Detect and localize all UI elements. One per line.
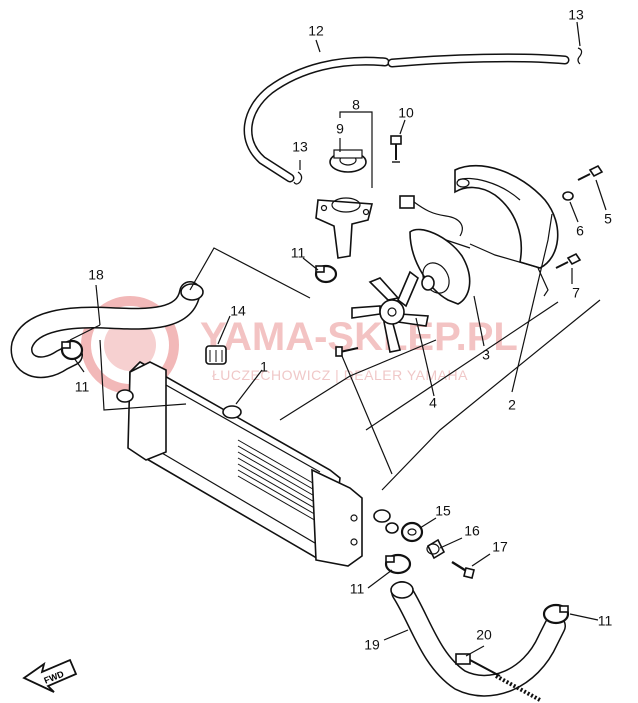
callout-20: 20: [476, 627, 492, 643]
callout-6: 6: [576, 223, 584, 239]
bolt-part: [577, 164, 604, 181]
callout-3: 3: [482, 347, 490, 363]
overflow-hose-part: [243, 53, 570, 183]
radiator-part: [116, 361, 363, 567]
fan-motor-wire-part: [399, 195, 463, 237]
leader-lines: [69, 21, 607, 657]
fan-shroud-part: [439, 164, 559, 297]
callout-11-lower: 11: [350, 581, 365, 597]
radiator-cap-part: [329, 149, 367, 173]
radiator-core-fins: [237, 439, 319, 523]
radiator-outlet-fitting-part: [373, 509, 399, 534]
drain-plug-part: [205, 345, 227, 365]
hose-clamp-part: [384, 553, 412, 575]
hose-clamp-part: [60, 339, 84, 361]
collar-part: [426, 538, 446, 560]
callout-5: 5: [604, 211, 612, 227]
grommet-part: [400, 521, 424, 543]
callout-17: 17: [492, 539, 508, 555]
callout-4: 4: [429, 395, 437, 411]
callout-12: 12: [308, 23, 324, 39]
callout-16: 16: [464, 523, 480, 539]
hose-clip-part: [577, 47, 583, 65]
callout-11-left: 11: [75, 379, 90, 395]
callout-13-top: 13: [568, 7, 584, 23]
callout-numbers: 1 2 3 4 5 6 7 8 9 10 11 11 11 11 12 13 1…: [75, 7, 613, 653]
callout-1: 1: [260, 359, 268, 375]
callout-11-upper: 11: [291, 245, 306, 261]
hose-clamp-part: [542, 603, 570, 625]
callout-9: 9: [336, 121, 344, 137]
callout-13-left: 13: [292, 139, 308, 155]
screw-part: [335, 346, 359, 357]
bolt-part: [390, 135, 402, 163]
bolt-part: [555, 252, 582, 269]
callout-7: 7: [572, 285, 580, 301]
watermark-tagline: ŁUCZECHOWICZ | DEALER YAMAHA: [212, 367, 468, 383]
lower-radiator-hose-part: [390, 581, 566, 697]
callout-14: 14: [230, 303, 246, 319]
forward-direction-arrow-icon: FWD: [22, 658, 78, 693]
hose-clip-part: [293, 171, 303, 185]
callout-19: 19: [364, 637, 380, 653]
fan-blade-part: [351, 270, 429, 353]
callout-8: 8: [352, 97, 360, 113]
callout-10: 10: [398, 105, 414, 121]
fan-motor-part: [409, 228, 471, 305]
washer-part: [562, 191, 574, 201]
callout-2: 2: [508, 397, 516, 413]
filler-neck-part: [315, 197, 374, 259]
callout-11-right: 11: [598, 613, 613, 629]
upper-radiator-hose-part: [10, 281, 204, 379]
hose-clamp-part: [314, 264, 338, 284]
callout-18: 18: [88, 267, 104, 283]
watermark-brand: YAMA-SKLEP.PL: [200, 315, 518, 359]
bolt-part: [451, 560, 475, 579]
callout-15: 15: [435, 503, 451, 519]
cable-tie-part: [455, 653, 541, 702]
